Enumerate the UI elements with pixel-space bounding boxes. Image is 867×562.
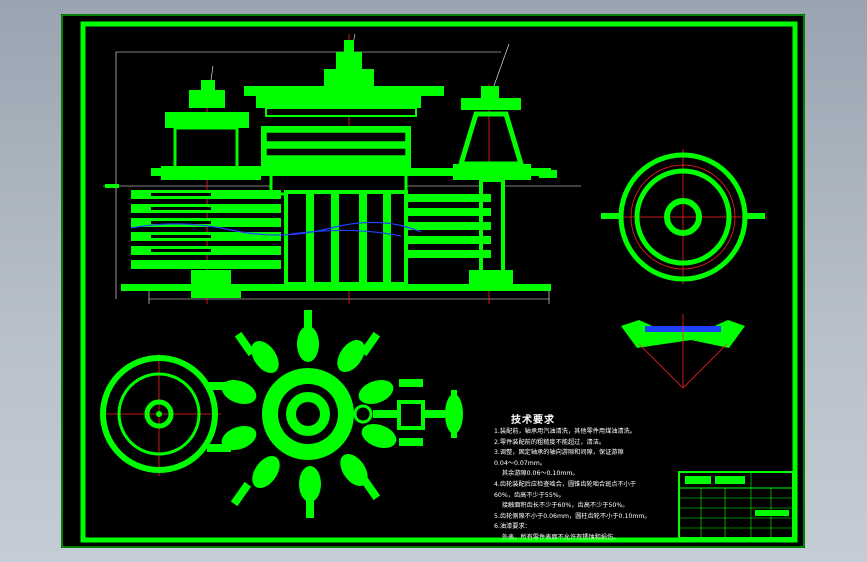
inner-frame: [80, 21, 798, 543]
technical-note-line: 60%，齿高不少于55%。: [494, 491, 565, 499]
mechanical-drawing: [61, 14, 805, 548]
technical-note-line: 5.齿轮侧隙不小于0.06mm，圆柱齿轮不小于0.10mm。: [494, 512, 651, 520]
technical-note-line: 2.零件装配前的粗糙度不能超过，清洁。: [494, 438, 606, 446]
technical-note-line: 3.调整，固定轴承的轴向游隙和间隙，保证游隙: [494, 449, 624, 457]
technical-note-line: 4.齿轮装配后应检查啮合，圆锥齿轮啮合斑点不小于: [494, 480, 637, 488]
technical-requirements-notes: 1.装配前，轴承用汽油清洗，其他零件用煤油清洗。 2.零件装配前的粗糙度不能超过，…: [494, 427, 679, 544]
impeller-view: [207, 310, 463, 518]
circular-top-view: [601, 149, 767, 284]
technical-note-line: 1.装配前，轴承用汽油清洗，其他零件用煤油清洗。: [494, 428, 637, 435]
large-disk-view: [100, 354, 221, 476]
technical-note-line: 外表，所有零件表面不允许有锈蚀和损伤。: [494, 533, 620, 541]
technical-note-line: 接触面积齿长不少于60%，齿高不少于50%。: [494, 502, 629, 510]
cone-section-view: [621, 314, 745, 389]
title-block: [678, 471, 794, 539]
technical-note-line: 0.04～0.07mm。: [494, 459, 546, 467]
outer-frame: [61, 14, 805, 548]
technical-requirements-title: 技术要求: [511, 415, 555, 426]
technical-note-line: 其余游隙0.06～0.10mm。: [494, 470, 579, 478]
front-view-assembly: [103, 33, 581, 304]
technical-note-line: 6.油漆要求：: [494, 523, 531, 531]
drawing-canvas[interactable]: 技术要求 1.装配前，轴承用汽油清洗，其他零件用煤油清洗。 2.零件装配前的粗糙度…: [61, 14, 805, 548]
